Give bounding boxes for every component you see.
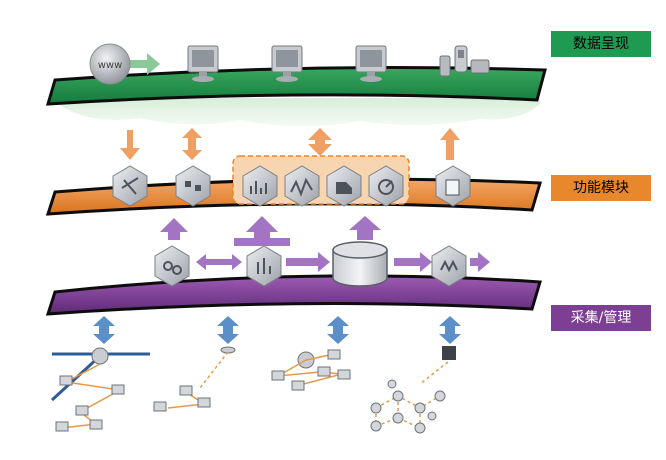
cloud-shape: [60, 98, 540, 127]
collection-layer-label: 采集/管理: [551, 305, 651, 331]
module-cube-icon: [284, 165, 320, 207]
presentation-layer-label: 数据呈现: [551, 31, 651, 57]
monitor-icon: [355, 45, 387, 82]
orange-arrow: [120, 128, 460, 160]
monitor-icon: [271, 45, 303, 82]
globe-text: www: [98, 60, 123, 71]
network-topology-icon: [370, 346, 456, 434]
blue-arrow: [93, 316, 461, 344]
database-icon: [332, 241, 388, 287]
module-cube-icon: [431, 245, 467, 287]
mobile-devices-icon: [439, 45, 490, 77]
module-cube-icon: [246, 245, 282, 287]
module-cube-icon: [326, 165, 362, 207]
collection-layer-plate: [45, 274, 542, 316]
module-cube-icon: [154, 245, 190, 287]
network-topology-icon: [153, 346, 236, 412]
module-cube-icon: [112, 165, 148, 207]
monitor-icon: [187, 45, 219, 82]
function-layer-label: 功能模块: [551, 175, 651, 201]
purple-arrow: [160, 216, 490, 272]
module-cube-icon: [175, 165, 211, 207]
module-cube-icon: [242, 165, 278, 207]
module-cube-icon: [368, 165, 404, 207]
module-cube-icon: [435, 165, 471, 207]
network-topology-icon: [50, 347, 150, 432]
globe-icon: www: [89, 43, 160, 85]
network-topology-icon: [271, 349, 351, 391]
